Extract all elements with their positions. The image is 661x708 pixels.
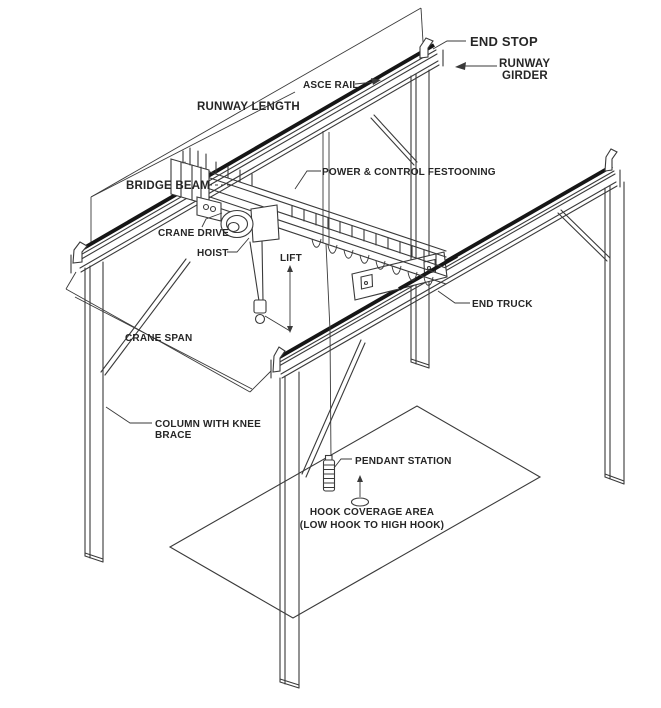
label-hook-coverage-2: (LOW HOOK TO HIGH HOOK) [300, 520, 444, 531]
label-hook-coverage-1: HOOK COVERAGE AREA [310, 507, 434, 518]
end-stop-near-right [419, 37, 434, 59]
leader-lines [105, 40, 497, 469]
label-end-stop: END STOP [470, 34, 538, 49]
column-front-right [279, 339, 366, 689]
column-front-left [84, 258, 191, 563]
festoon-loops [311, 238, 434, 286]
column-rear-left [370, 69, 430, 369]
hoist-unit [220, 204, 280, 243]
end-stop-far-left [272, 346, 286, 373]
hook-icon [254, 313, 266, 325]
label-asce-rail: ASCE RAIL [303, 80, 359, 91]
dimension-lift [264, 265, 293, 333]
knee-brace-front-left [100, 258, 187, 373]
label-column-knee-1: COLUMN WITH KNEE [155, 419, 261, 430]
bridge-beam [170, 147, 447, 325]
end-stop-near-left [72, 241, 88, 264]
knee-brace-front-right [301, 339, 362, 475]
pendant-cable [325, 243, 332, 461]
end-stop-far-right [604, 148, 618, 172]
label-power-control-festooning: POWER & CONTROL FESTOONING [322, 167, 496, 178]
column-rear-right [557, 181, 625, 485]
label-lift: LIFT [280, 253, 302, 264]
knee-brace-rear-left [370, 117, 415, 166]
hook-block [249, 240, 267, 325]
pendant-assembly [322, 131, 336, 492]
label-crane-drive: CRANE DRIVE [158, 228, 229, 239]
bridge-end-truck-left [170, 147, 210, 206]
hook-coverage-area [168, 405, 542, 619]
label-crane-span: CRANE SPAN [125, 333, 192, 344]
knee-brace-rear-right [557, 212, 608, 262]
label-bridge-beam: BRIDGE BEAM [126, 180, 210, 192]
hook-position-marker [350, 475, 370, 507]
label-pendant-station: PENDANT STATION [355, 456, 452, 467]
dimension-crane-span [65, 271, 272, 393]
label-runway-girder-2: GIRDER [502, 70, 548, 82]
label-runway-girder-1: RUNWAY [499, 58, 550, 70]
label-end-truck: END TRUCK [472, 299, 533, 310]
labels: END STOP RUNWAY GIRDER ASCE RAIL RUNWAY … [125, 34, 550, 531]
dimension-runway-length [90, 7, 424, 243]
label-runway-length: RUNWAY LENGTH [197, 101, 300, 113]
label-hoist: HOIST [197, 248, 229, 259]
label-column-knee-2: BRACE [155, 430, 192, 441]
end-truck [351, 251, 458, 301]
